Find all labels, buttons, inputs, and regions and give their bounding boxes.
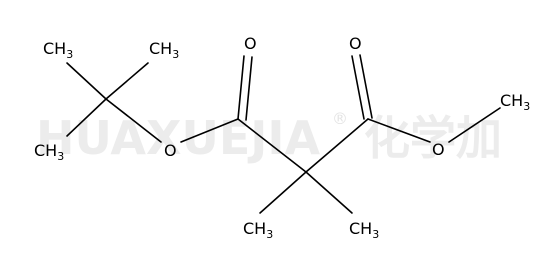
atom-o-ester-right: O — [432, 140, 445, 159]
bond-central-right-carbonyl — [305, 118, 369, 173]
bond-central-ch3-bottom-left — [259, 171, 307, 214]
bond-left-carbonyl-double-a — [237, 55, 245, 120]
atom-ch3-left: CH3 — [34, 141, 64, 163]
atom-ch3-bottom-left: CH3 — [243, 219, 273, 241]
atom-o-carbonyl-right: O — [349, 34, 362, 53]
atom-o-carbonyl-left: O — [244, 34, 257, 53]
atom-ch3-top-left: CH3 — [43, 39, 73, 61]
bond-left-carbonyl-central — [237, 118, 307, 173]
bond-right-carbonyl-double-b — [359, 54, 373, 119]
bond-tbu-ch3-top-mid — [105, 62, 149, 100]
watermark-latin: HUAXUEJIA — [36, 111, 321, 165]
watermark-registered-mark: ® — [332, 109, 348, 128]
atom-labels: CH3 CH3 CH3 O O O O CH3 CH3 CH3 — [34, 34, 530, 241]
bond-central-ch3-bottom-right — [305, 171, 353, 214]
atom-ch3-top-mid: CH3 — [149, 39, 179, 61]
bond-o-ester-right-methyl — [448, 107, 501, 143]
atom-o-ester-left: O — [164, 141, 177, 160]
bond-tbu-o-ester-left — [105, 98, 162, 143]
atom-ch3-methyl-right: CH3 — [500, 91, 530, 113]
bond-left-carbonyl-double-b — [245, 56, 253, 121]
watermark: HUAXUEJIA ® 化学加 — [36, 109, 502, 165]
bonds — [66, 54, 501, 214]
bond-right-carbonyl-o-ester — [367, 118, 431, 143]
bond-tbu-ch3-top-left — [66, 62, 107, 100]
bond-tbu-ch3-left — [66, 98, 107, 137]
watermark-chinese: 化学加 — [364, 111, 502, 165]
atom-ch3-bottom-right: CH3 — [349, 219, 379, 241]
bond-right-carbonyl-double-a — [351, 55, 365, 120]
bond-o-ester-left-carbonyl — [180, 118, 239, 143]
